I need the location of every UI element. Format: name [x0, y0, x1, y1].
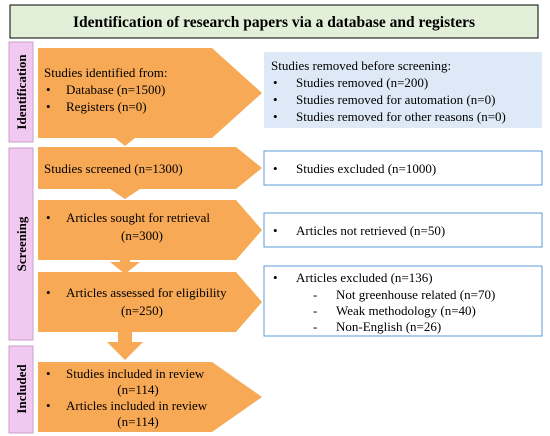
- sought-bullet: •: [46, 210, 51, 225]
- screened-excluded-bullet: •: [273, 161, 278, 176]
- included-bullet-2: •: [46, 398, 51, 413]
- assessed-bullet: •: [46, 285, 51, 300]
- phase-included-label: Included: [14, 364, 29, 414]
- assessed-label-line-1: Articles assessed for eligibility: [66, 285, 227, 300]
- screened-label: Studies screened (n=1300): [44, 161, 183, 176]
- excluded-dash-3: -: [313, 319, 317, 334]
- removed-bullet-1: •: [273, 75, 278, 90]
- identified-arrow-box: [38, 48, 262, 138]
- identified-item-2: Registers (n=0): [66, 99, 147, 114]
- removed-item-2: Studies removed for automation (n=0): [296, 92, 495, 107]
- excluded-item-3: Non-English (n=26): [336, 319, 441, 334]
- removed-box: [264, 52, 542, 128]
- included-line-1: Studies included in review: [66, 366, 205, 381]
- articles-excluded-heading: Articles excluded (n=136): [296, 270, 433, 285]
- down-arrow-3: [110, 255, 140, 274]
- excluded-item-1: Not greenhouse related (n=70): [336, 287, 495, 302]
- sought-label-line-2: (n=300): [121, 228, 163, 243]
- diagram-title: Identification of research papers via a …: [73, 14, 475, 31]
- assessed-label-line-2: (n=250): [121, 303, 163, 318]
- identified-heading: Studies identified from:: [44, 65, 167, 80]
- identified-bullet-1: •: [46, 82, 51, 97]
- excluded-dash-1: -: [313, 287, 317, 302]
- removed-bullet-3: •: [273, 109, 278, 124]
- screened-excluded-box: [263, 150, 543, 186]
- phase-included-box: [8, 345, 34, 434]
- included-line-4: (n=114): [117, 414, 159, 429]
- removed-item-3: Studies removed for other reasons (n=0): [296, 109, 506, 124]
- removed-heading: Studies removed before screening:: [271, 58, 451, 73]
- included-arrow-box: [38, 362, 262, 432]
- sought-arrow-box: [38, 200, 262, 260]
- assessed-arrow-box: [38, 272, 262, 332]
- down-arrow-4: [107, 330, 143, 360]
- excluded-item-2: Weak methodology (n=40): [336, 303, 476, 318]
- not-retrieved-bullet: •: [273, 223, 278, 238]
- removed-bullet-2: •: [273, 92, 278, 107]
- sought-label-line-1: Articles sought for retrieval: [66, 210, 210, 225]
- articles-excluded-bullet: •: [273, 270, 278, 285]
- phase-screening-label: Screening: [14, 216, 29, 271]
- down-arrow-2: [110, 185, 140, 199]
- phase-identification-box: [8, 41, 34, 143]
- phase-identification-label: Identification: [14, 54, 29, 130]
- identified-item-1: Database (n=1500): [66, 82, 165, 97]
- included-line-3: Articles included in review: [66, 398, 208, 413]
- screened-arrow-box: [38, 147, 262, 189]
- down-arrow-1: [110, 127, 140, 146]
- included-bullet-1: •: [46, 366, 51, 381]
- not-retrieved-label: Articles not retrieved (n=50): [296, 223, 445, 238]
- removed-item-1: Studies removed (n=200): [296, 75, 428, 90]
- included-line-2: (n=114): [117, 382, 159, 397]
- screened-excluded-label: Studies excluded (n=1000): [296, 161, 436, 176]
- phase-screening-box: [8, 147, 34, 341]
- excluded-dash-2: -: [313, 303, 317, 318]
- title-box: [9, 4, 539, 39]
- identified-bullet-2: •: [46, 99, 51, 114]
- not-retrieved-box: [263, 212, 543, 248]
- articles-excluded-box: [263, 265, 543, 337]
